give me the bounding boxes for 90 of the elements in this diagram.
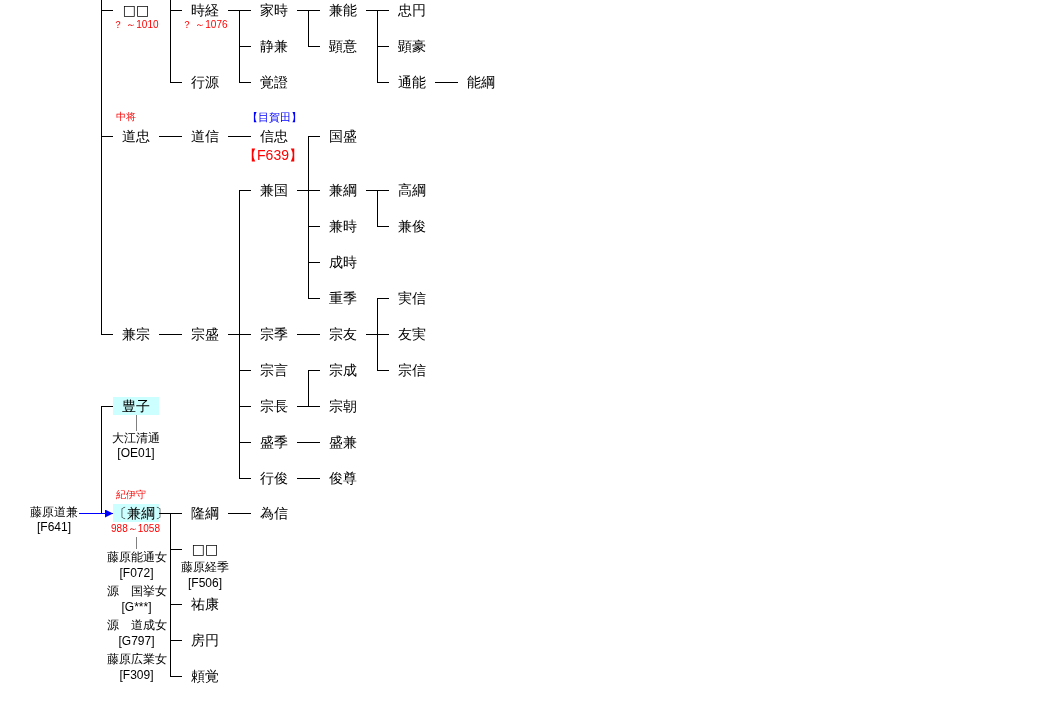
connector-line	[158, 136, 183, 137]
connector-line	[296, 10, 321, 47]
connector-line	[227, 513, 252, 514]
spouse-name: 藤原経季	[181, 561, 229, 575]
connector-line	[227, 136, 252, 137]
record-id: [F072]	[119, 565, 154, 581]
person-name: 宗友	[329, 326, 357, 342]
lifespan-text: ？ ～1076	[182, 19, 228, 31]
person-name: 兼国	[260, 182, 288, 198]
record-id: [F309]	[119, 669, 154, 683]
highlighted-name: 豊子	[113, 397, 159, 415]
person-name: 宗長	[260, 398, 288, 414]
lifespan-text: ？ ～1010	[113, 19, 159, 31]
person-name: 宗言	[260, 362, 288, 378]
person-name: 家時	[260, 2, 288, 18]
connector-line	[227, 334, 252, 479]
person-name: 宗成	[329, 362, 357, 378]
person-name: 道忠	[122, 128, 150, 144]
connector-line	[296, 334, 321, 335]
person-name: 友実	[398, 326, 426, 342]
record-id: 【F639】	[243, 146, 303, 164]
lifespan-text: 988～1058	[111, 523, 160, 535]
connector-line	[296, 442, 321, 443]
person-name: 通能	[398, 74, 426, 90]
connector-line	[296, 406, 321, 407]
person-name: 能綱	[467, 74, 495, 90]
branch-name: 【目賀田】	[246, 110, 302, 124]
person-name: 顕豪	[398, 38, 426, 54]
person-name: 盛季	[260, 434, 288, 450]
office-title: 紀伊守	[116, 489, 146, 501]
person-name: 宗季	[260, 326, 288, 342]
person-name: 兼宗	[122, 326, 150, 342]
connector-line	[170, 10, 183, 83]
person-name: 兼綱	[329, 182, 357, 198]
record-id: [OE01]	[117, 446, 155, 461]
person-name: 兼俊	[398, 218, 426, 234]
person-name: □□	[122, 2, 150, 18]
person-name: 房円	[191, 632, 219, 648]
spouse-name: 大江清通	[112, 431, 160, 446]
spouse-name: 藤原広業女	[106, 653, 167, 667]
person-name: 藤原道兼	[30, 505, 78, 520]
person-name: 宗朝	[329, 398, 357, 414]
connector-line	[158, 513, 183, 677]
connector-line	[296, 190, 321, 299]
person-name: 忠円	[398, 2, 426, 18]
person-name: 国盛	[329, 128, 357, 144]
person-name: 覚證	[260, 74, 288, 90]
spouse-name: 源 道成女	[106, 619, 167, 633]
spouse-name: 源 国挙女	[106, 585, 167, 599]
connector-line	[158, 334, 183, 335]
connector-line	[365, 334, 390, 371]
person-name: 為信	[260, 505, 288, 521]
person-name: 時経	[191, 2, 219, 18]
person-name: 兼能	[329, 2, 357, 18]
person-name: 宗盛	[191, 326, 219, 342]
record-id: [F641]	[37, 520, 71, 535]
connector-line	[365, 10, 390, 83]
record-id: [G***]	[121, 601, 152, 615]
person-name: 兼時	[329, 218, 357, 234]
connector-line	[434, 82, 459, 83]
arrow	[78, 509, 114, 518]
person-name: 道信	[191, 128, 219, 144]
person-name: 隆綱	[191, 505, 219, 521]
person-name: 成時	[329, 254, 357, 270]
person-name: 信忠	[260, 128, 288, 144]
person-name: 宗信	[398, 362, 426, 378]
spouse-line	[136, 536, 137, 550]
connector-line	[101, 406, 114, 514]
person-name: 顕意	[329, 38, 357, 54]
record-id: [G797]	[118, 635, 155, 649]
person-name: 静兼	[260, 38, 288, 54]
record-id: [F506]	[188, 577, 222, 591]
connector-line	[296, 478, 321, 479]
person-name: 俊尊	[329, 470, 357, 486]
person-name: 行源	[191, 74, 219, 90]
connector-line	[101, 0, 114, 335]
person-name: 実信	[398, 290, 426, 306]
person-name: 祐康	[191, 596, 219, 612]
connector-line	[227, 10, 252, 83]
person-name: □□	[191, 541, 219, 557]
office-title: 中将	[116, 111, 136, 123]
person-name: 盛兼	[329, 434, 357, 450]
highlighted-name: 〔兼綱〕	[113, 504, 159, 522]
spouse-name: 藤原能通女	[106, 549, 167, 565]
connector-line	[365, 190, 390, 227]
person-name: 頼覚	[191, 668, 219, 684]
person-name: 高綱	[398, 182, 426, 198]
person-name: 重季	[329, 290, 357, 306]
spouse-line	[136, 414, 137, 432]
person-name: 行俊	[260, 470, 288, 486]
